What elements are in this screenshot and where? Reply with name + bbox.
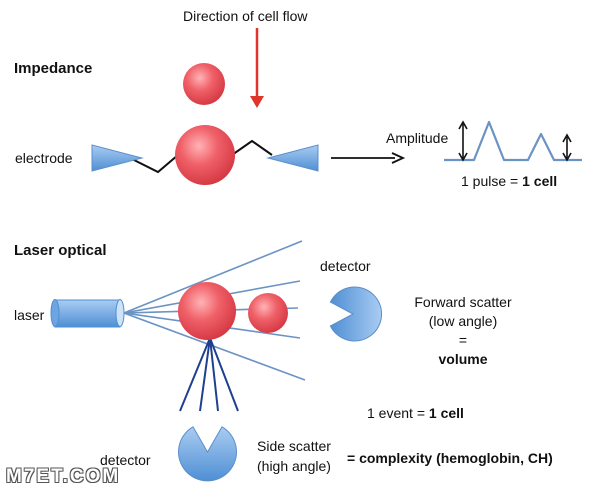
- forward-scatter-equals: =: [458, 332, 468, 348]
- pulse-text: 1 pulse =: [461, 173, 523, 189]
- forward-scatter-volume: volume: [438, 351, 488, 367]
- side-scatter-line2: (high angle): [257, 458, 331, 474]
- signal-arrow: [331, 152, 406, 164]
- event-caption: 1 event = 1 cell: [367, 405, 464, 422]
- forward-scatter-line1: Forward scatter: [414, 294, 512, 310]
- electrode-right: [266, 144, 319, 172]
- pulse-bold: 1 cell: [522, 173, 558, 189]
- side-scatter-line1: Side scatter: [257, 438, 331, 454]
- laser-source: [50, 299, 125, 328]
- large-red-cell-impedance: [175, 125, 235, 185]
- flow-direction-label: Direction of cell flow: [183, 8, 308, 24]
- detector-bottom-label: detector: [100, 452, 151, 468]
- forward-detector-shape: [329, 286, 383, 342]
- large-red-cell-laser: [178, 282, 236, 340]
- watermark-logo: M7ET.COM: [6, 466, 121, 487]
- electrode-label: electrode: [15, 150, 73, 166]
- electrode-left: [91, 144, 144, 172]
- event-bold: 1 cell: [428, 405, 464, 421]
- forward-scatter-line2: (low angle): [428, 313, 498, 329]
- event-text: 1 event =: [367, 405, 429, 421]
- amplitude-arrow-small: [562, 133, 572, 162]
- side-detector-shape: [178, 426, 237, 482]
- flow-arrow: [250, 28, 264, 108]
- pulse-caption: 1 pulse = 1 cell: [461, 173, 557, 190]
- small-red-cell-laser: [248, 293, 288, 333]
- amplitude-label: Amplitude: [386, 130, 449, 146]
- detector-top-label: detector: [320, 258, 371, 274]
- laser-label: laser: [14, 307, 45, 323]
- small-red-cell-top: [183, 63, 225, 105]
- amplitude-arrow-large: [458, 120, 468, 162]
- pulse-waveform: [444, 120, 582, 162]
- side-scatter-complexity: = complexity (hemoglobin, CH): [347, 450, 553, 466]
- side-scatter-beams: [179, 337, 239, 412]
- impedance-title: Impedance: [14, 60, 93, 77]
- laser-optical-title: Laser optical: [14, 242, 107, 259]
